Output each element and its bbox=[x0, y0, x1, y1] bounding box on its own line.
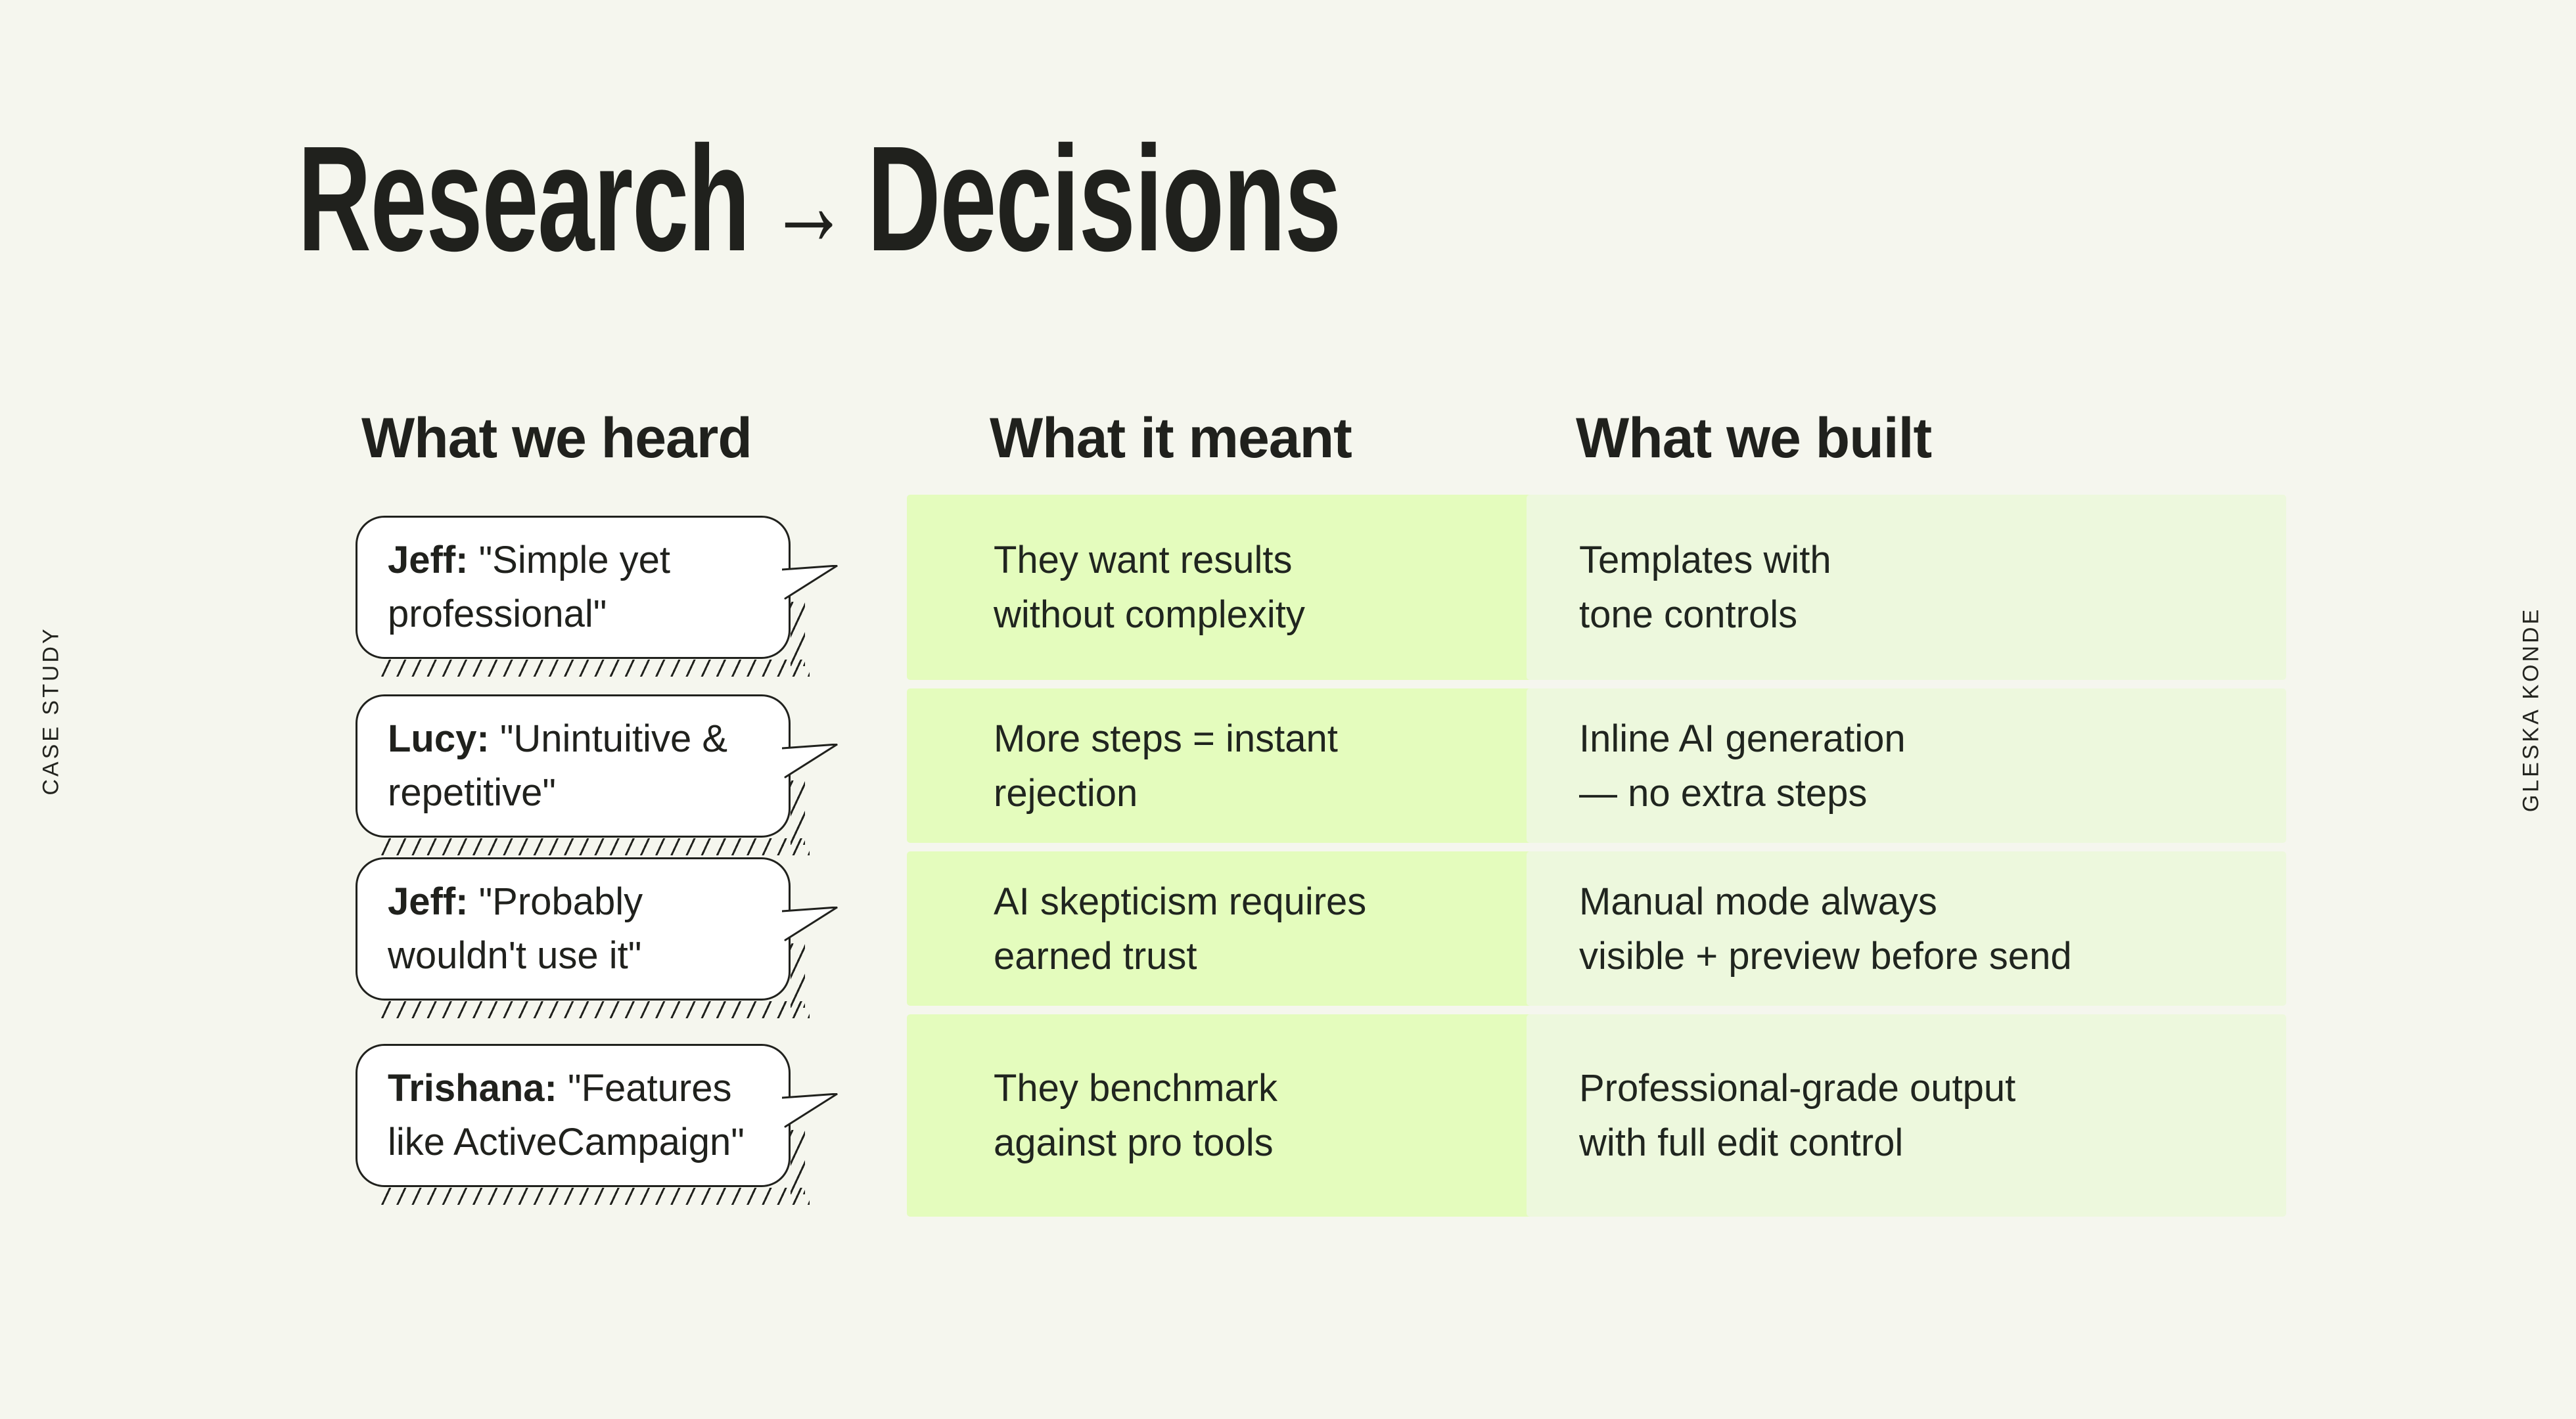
built-text: Professional-grade output with full edit… bbox=[1579, 1067, 2016, 1164]
speaker-name: Trishana: bbox=[388, 1067, 557, 1110]
bubble-tail-icon bbox=[782, 565, 838, 600]
right-arrow-icon: → bbox=[769, 139, 848, 270]
meant-box: More steps = instant rejection bbox=[907, 688, 1602, 843]
built-text: Templates with tone controls bbox=[1579, 539, 1831, 636]
table-row: Jeff: "Probably wouldn't use it" AI skep… bbox=[0, 851, 2576, 1018]
meant-box: They want results without complexity bbox=[907, 495, 1602, 680]
table-row: Trishana: "Features like ActiveCampaign"… bbox=[0, 1014, 2576, 1217]
speaker-name: Jeff: bbox=[388, 539, 469, 581]
hatch-shadow-right bbox=[791, 602, 805, 666]
meant-text: More steps = instant rejection bbox=[994, 717, 1338, 815]
speech-bubble: Lucy: "Unintuitive & repetitive" bbox=[356, 694, 838, 855]
column-header-what-it-meant: What it meant bbox=[990, 407, 1352, 470]
title-decisions: Decisions bbox=[867, 116, 1342, 282]
column-header-what-we-built: What we built bbox=[1576, 407, 1932, 470]
hatch-shadow-right bbox=[791, 943, 805, 1008]
built-box: Inline AI generation — no extra steps bbox=[1527, 688, 2286, 843]
speaker-quote: "Features like ActiveCampaign" bbox=[388, 1067, 745, 1163]
meant-box: They benchmark against pro tools bbox=[907, 1014, 1602, 1217]
speaker-name: Jeff: bbox=[388, 880, 469, 923]
speech-bubble: Trishana: "Features like ActiveCampaign" bbox=[356, 1044, 838, 1205]
built-box: Templates with tone controls bbox=[1527, 495, 2286, 680]
built-text: Manual mode always visible + preview bef… bbox=[1579, 880, 2072, 978]
speaker-quote: "Probably wouldn't use it" bbox=[388, 880, 643, 977]
table-row: Lucy: "Unintuitive & repetitive" More st… bbox=[0, 688, 2576, 855]
speaker-name: Lucy: bbox=[388, 717, 490, 760]
title-research: Research bbox=[298, 116, 750, 282]
meant-text: They benchmark against pro tools bbox=[994, 1067, 1277, 1164]
bubble-tail-icon bbox=[782, 1093, 838, 1128]
speech-bubble: Jeff: "Simple yet professional" bbox=[356, 516, 838, 677]
meant-text: They want results without complexity bbox=[994, 539, 1305, 636]
bubble-tail-icon bbox=[782, 743, 838, 778]
speaker-quote: "Unintuitive & repetitive" bbox=[388, 717, 727, 814]
built-box: Manual mode always visible + preview bef… bbox=[1527, 851, 2286, 1006]
table-row: Jeff: "Simple yet professional" They wan… bbox=[0, 495, 2576, 680]
hatch-shadow-right bbox=[791, 780, 805, 845]
speech-bubble: Jeff: "Probably wouldn't use it" bbox=[356, 857, 838, 1018]
speaker-quote: "Simple yet professional" bbox=[388, 539, 670, 635]
bubble-tail-icon bbox=[782, 906, 838, 941]
page-title: Research→Decisions bbox=[298, 120, 1341, 278]
hatch-shadow-bottom bbox=[377, 660, 810, 677]
column-header-what-we-heard: What we heard bbox=[361, 407, 752, 470]
hatch-shadow-right bbox=[791, 1130, 805, 1194]
meant-text: AI skepticism requires earned trust bbox=[994, 880, 1367, 978]
built-box: Professional-grade output with full edit… bbox=[1527, 1014, 2286, 1217]
hatch-shadow-bottom bbox=[377, 1188, 810, 1205]
built-text: Inline AI generation — no extra steps bbox=[1579, 717, 1906, 815]
meant-box: AI skepticism requires earned trust bbox=[907, 851, 1602, 1006]
